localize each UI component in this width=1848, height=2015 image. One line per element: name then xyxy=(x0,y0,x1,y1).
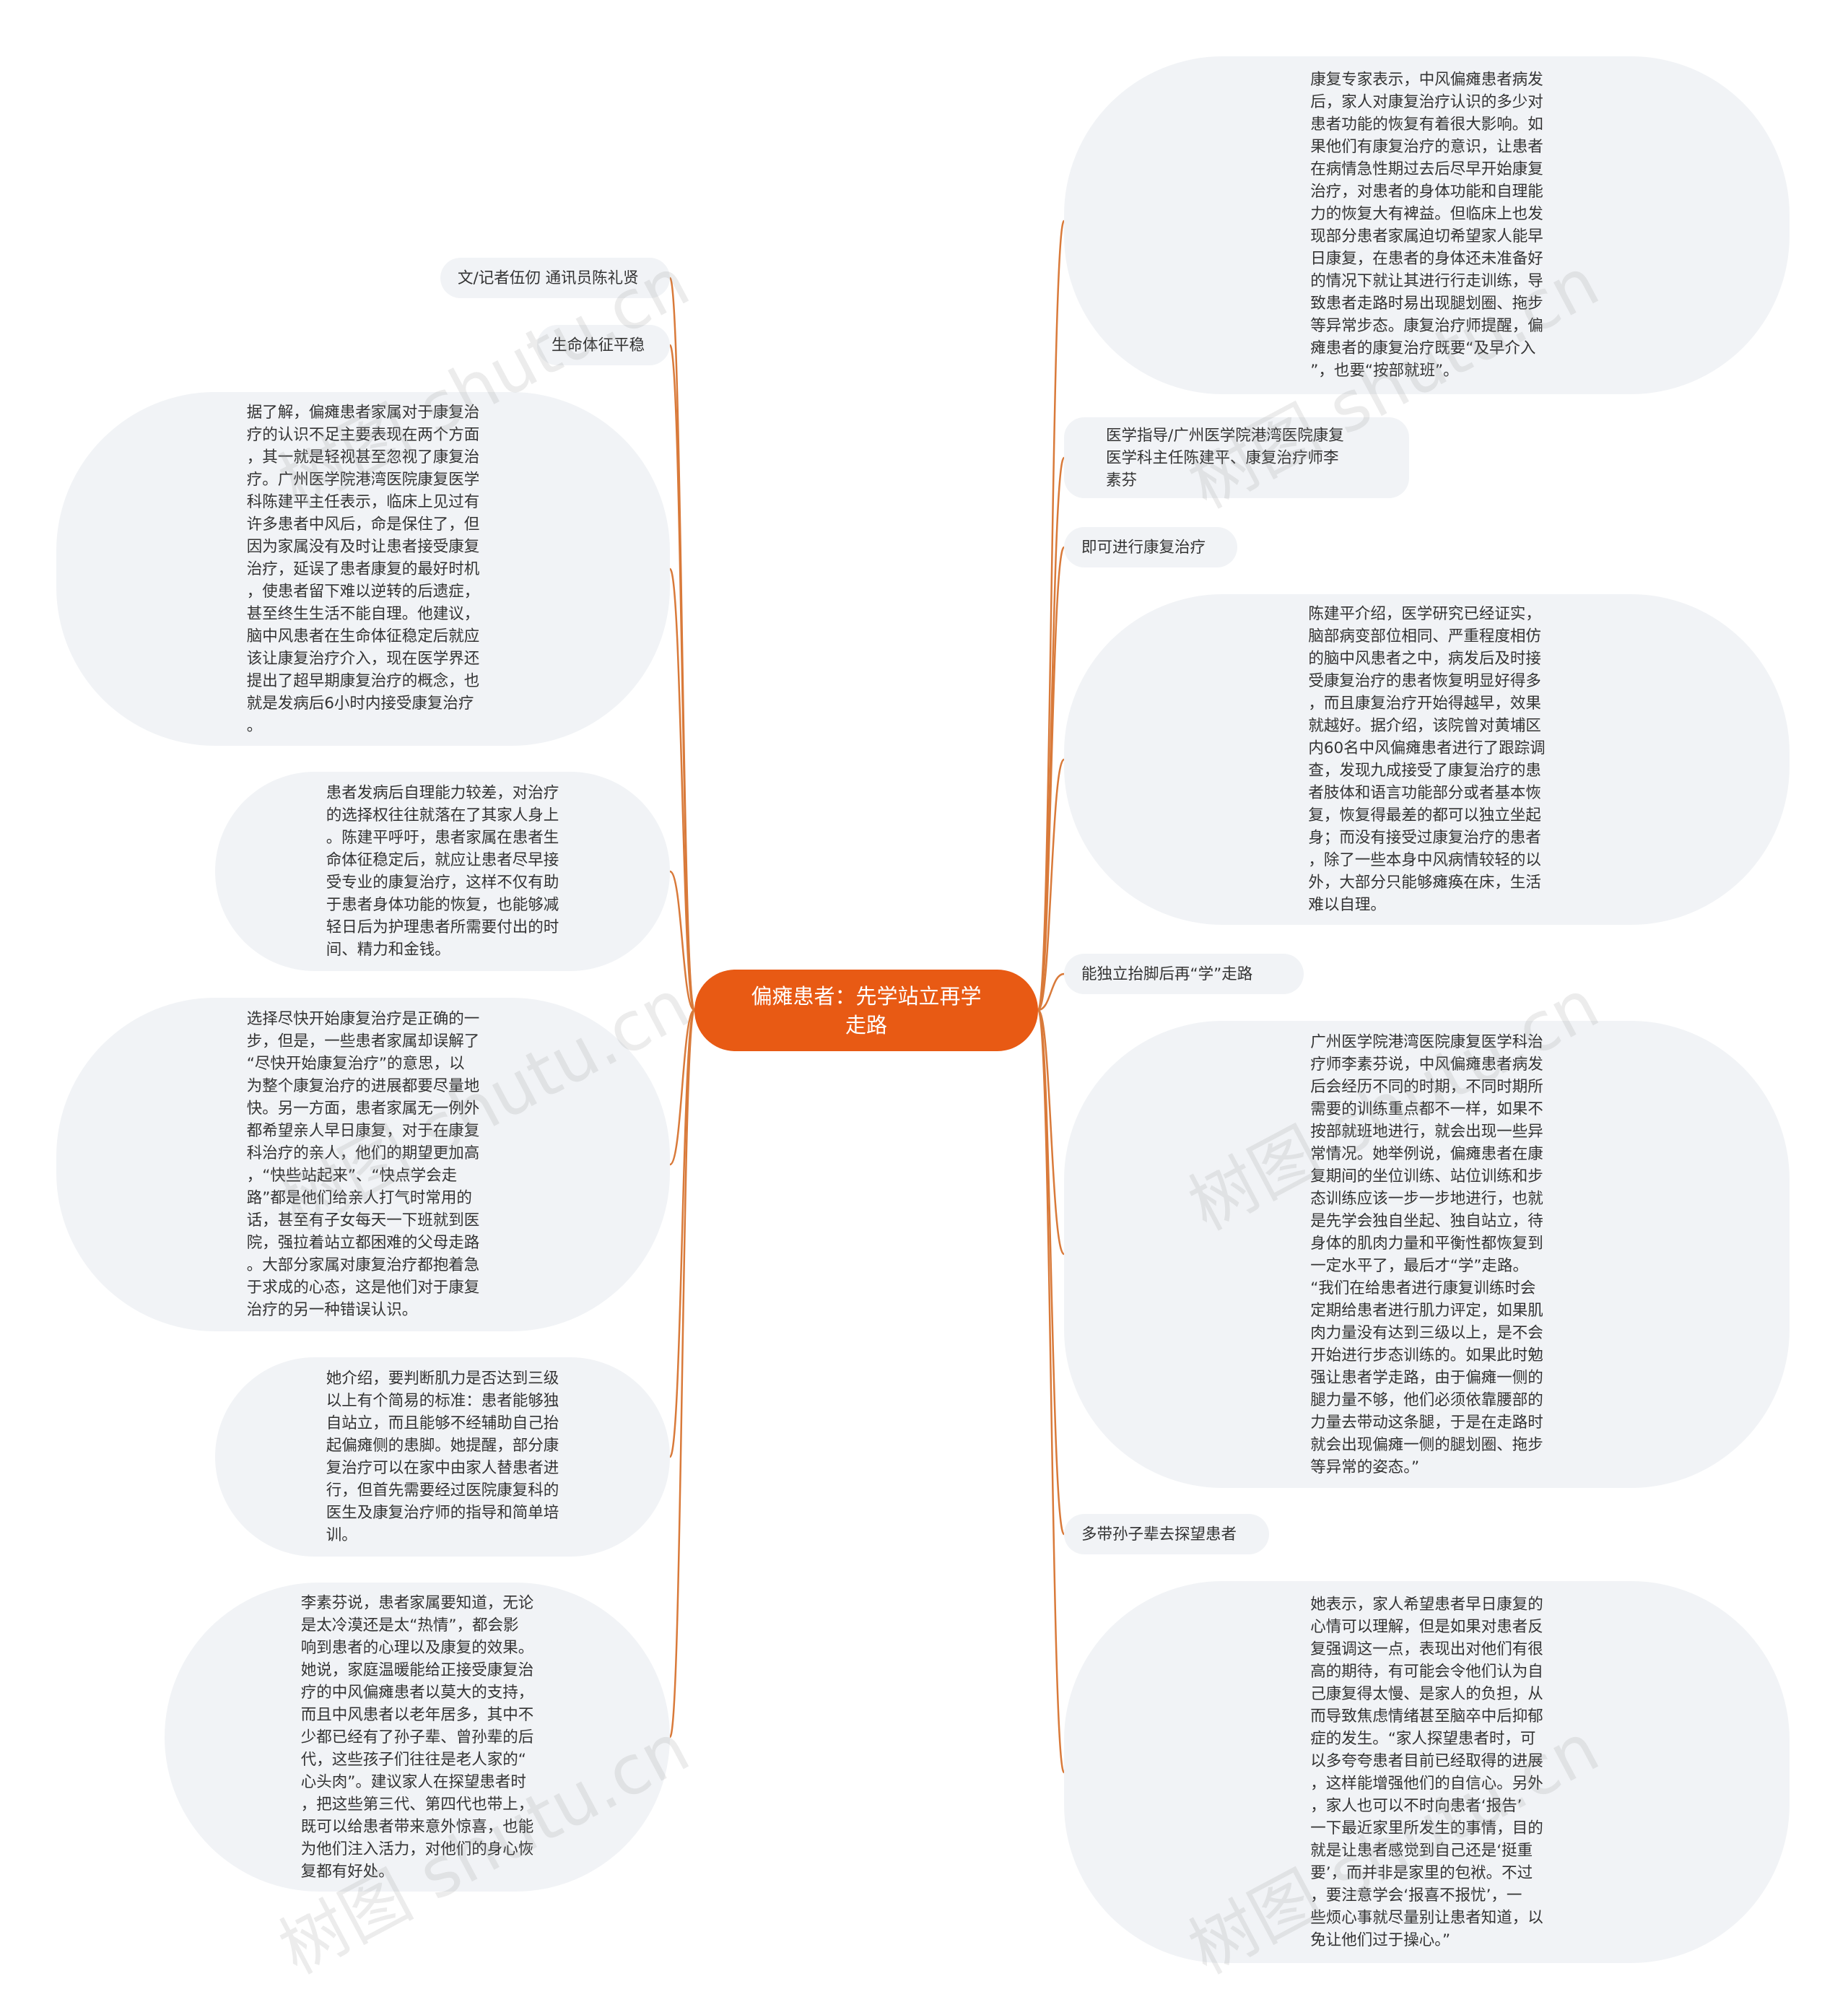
node-medical-guidance[interactable]: 医学指导/广州医学院港湾医院康复 医学科主任陈建平、康复治疗师李 素芬 xyxy=(1064,417,1409,498)
connector-left-1 xyxy=(668,344,696,1011)
node-text: 能独立抬脚后再“学”走路 xyxy=(1081,965,1253,983)
node-text: 患者发病后自理能力较差，对治疗 的选择权往往就落在了其家人身上 。陈建平呼吁，患… xyxy=(326,784,559,959)
node-start-rehab[interactable]: 即可进行康复治疗 xyxy=(1064,527,1237,567)
node-walk-after-lifting-foot[interactable]: 能独立抬脚后再“学”走路 xyxy=(1064,954,1304,994)
node-text: 文/记者伍仞 通讯员陈礼贤 xyxy=(458,269,639,287)
node-text: 广州医学院港湾医院康复医学科治 疗师李素芬说，中风偏瘫患者病发 后会经历不同的时… xyxy=(1310,1032,1543,1476)
node-text: 多带孙子辈去探望患者 xyxy=(1081,1525,1237,1544)
node-family-expectations[interactable]: 她表示，家人希望患者早日康复的 心情可以理解，但是如果对患者反 复强调这一点，表… xyxy=(1064,1581,1790,1963)
node-text: 生命体征平稳 xyxy=(552,336,645,354)
node-text: 她表示，家人希望患者早日康复的 心情可以理解，但是如果对患者反 复强调这一点，表… xyxy=(1310,1595,1543,1949)
node-text: 选择尽快开始康复治疗是正确的一 步，但是，一些患者家属却误解了 “尽快开始康复治… xyxy=(246,1010,480,1319)
node-family-decision[interactable]: 患者发病后自理能力较差，对治疗 的选择权往往就落在了其家人身上 。陈建平呼吁，患… xyxy=(215,772,670,971)
root-topic-label: 偏瘫患者：先学站立再学 走路 xyxy=(751,983,982,1037)
node-bring-grandchildren[interactable]: 多带孙子辈去探望患者 xyxy=(1064,1514,1269,1554)
connector-left-6 xyxy=(668,1009,696,1738)
connector-right-2 xyxy=(1037,546,1065,1011)
connector-right-6 xyxy=(1037,1009,1065,1536)
node-text: 陈建平介绍，医学研究已经证实， 脑部病变部位相同、严重程度相仿 的脑中风患者之中… xyxy=(1308,605,1546,914)
connector-right-0 xyxy=(1037,219,1065,1011)
connector-left-2 xyxy=(668,567,696,1011)
node-text: 据了解，偏瘫患者家属对于康复治 疗的认识不足主要表现在两个方面 ，其一就是轻视甚… xyxy=(246,403,480,735)
connector-left-3 xyxy=(669,870,695,1011)
node-text: 即可进行康复治疗 xyxy=(1081,538,1206,557)
connector-right-5 xyxy=(1037,1009,1065,1255)
node-muscle-strength-standard[interactable]: 她介绍，要判断肌力是否达到三级 以上有个简易的标准：患者能够独 自站立，而且能够… xyxy=(215,1357,670,1557)
connector-right-3 xyxy=(1037,758,1065,1011)
node-text: 医学指导/广州医学院港湾医院康复 医学科主任陈建平、康复治疗师李 素芬 xyxy=(1106,426,1344,489)
node-family-warmth[interactable]: 李素芬说，患者家属要知道，无论 是太冷漠还是太“热情”，都会影 响到患者的心理以… xyxy=(165,1583,670,1892)
node-text: 她介绍，要判断肌力是否达到三级 以上有个简易的标准：患者能够独 自站立，而且能够… xyxy=(326,1370,559,1544)
connector-right-4 xyxy=(1037,972,1065,1011)
node-text: 康复专家表示，中风偏瘫患者病发 后，家人对康复治疗认识的多少对 患者功能的恢复有… xyxy=(1310,71,1543,380)
root-topic[interactable]: 偏瘫患者：先学站立再学 走路 xyxy=(694,970,1038,1051)
node-insufficient-awareness[interactable]: 据了解，偏瘫患者家属对于康复治 疗的认识不足主要表现在两个方面 ，其一就是轻视甚… xyxy=(56,392,670,746)
connector-right-1 xyxy=(1037,456,1065,1011)
node-research-evidence[interactable]: 陈建平介绍，医学研究已经证实， 脑部病变部位相同、严重程度相仿 的脑中风患者之中… xyxy=(1064,594,1790,925)
node-reporter-credit[interactable]: 文/记者伍仞 通讯员陈礼贤 xyxy=(440,258,670,298)
node-step-by-step-training[interactable]: 广州医学院港湾医院康复医学科治 疗师李素芬说，中风偏瘫患者病发 后会经历不同的时… xyxy=(1064,1021,1790,1488)
node-text: 李素芬说，患者家属要知道，无论 是太冷漠还是太“热情”，都会影 响到患者的心理以… xyxy=(300,1593,534,1881)
node-vital-signs-stable[interactable]: 生命体征平稳 xyxy=(537,325,670,365)
connector-right-7 xyxy=(1037,1009,1065,1774)
connector-left-4 xyxy=(668,1009,696,1166)
node-rehab-expert-advice[interactable]: 康复专家表示，中风偏瘫患者病发 后，家人对康复治疗认识的多少对 患者功能的恢复有… xyxy=(1064,56,1790,394)
node-haste-misconception[interactable]: 选择尽快开始康复治疗是正确的一 步，但是，一些患者家属却误解了 “尽快开始康复治… xyxy=(56,998,670,1331)
